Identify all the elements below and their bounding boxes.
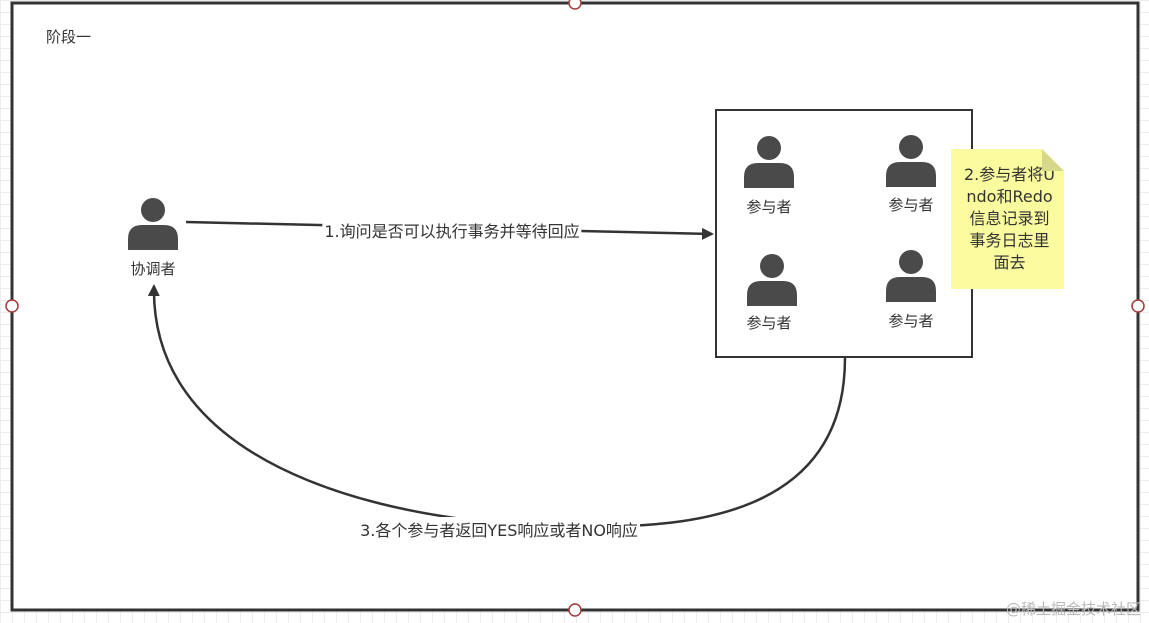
person-icon[interactable] xyxy=(128,198,178,250)
participant-label: 参与者 xyxy=(888,312,934,330)
resize-handle-icon[interactable] xyxy=(568,0,582,10)
response-edge-label[interactable]: 3.各个参与者返回YES响应或者NO响应 xyxy=(358,517,640,541)
note-card[interactable]: 2.参与者将Undo和Redo信息记录到事务日志里面去 xyxy=(951,149,1064,289)
coordinator-label: 协调者 xyxy=(130,260,176,278)
person-icon[interactable] xyxy=(747,254,797,306)
note-text: 2.参与者将Undo和Redo信息记录到事务日志里面去 xyxy=(964,165,1055,272)
person-icon[interactable] xyxy=(886,250,936,302)
watermark: @稀土掘金技术社区 xyxy=(1005,600,1141,618)
resize-handle-icon[interactable] xyxy=(1131,299,1145,313)
participant-label: 参与者 xyxy=(746,198,792,216)
resize-handle-icon[interactable] xyxy=(568,603,582,617)
participant-label: 参与者 xyxy=(888,196,934,214)
person-icon[interactable] xyxy=(886,135,936,187)
stage-title: 阶段一 xyxy=(46,28,92,46)
resize-handle-icon[interactable] xyxy=(5,299,19,313)
participant-label: 参与者 xyxy=(746,314,792,332)
person-icon[interactable] xyxy=(744,136,794,188)
request-edge-label[interactable]: 1.询问是否可以执行事务并等待回应 xyxy=(322,218,582,242)
